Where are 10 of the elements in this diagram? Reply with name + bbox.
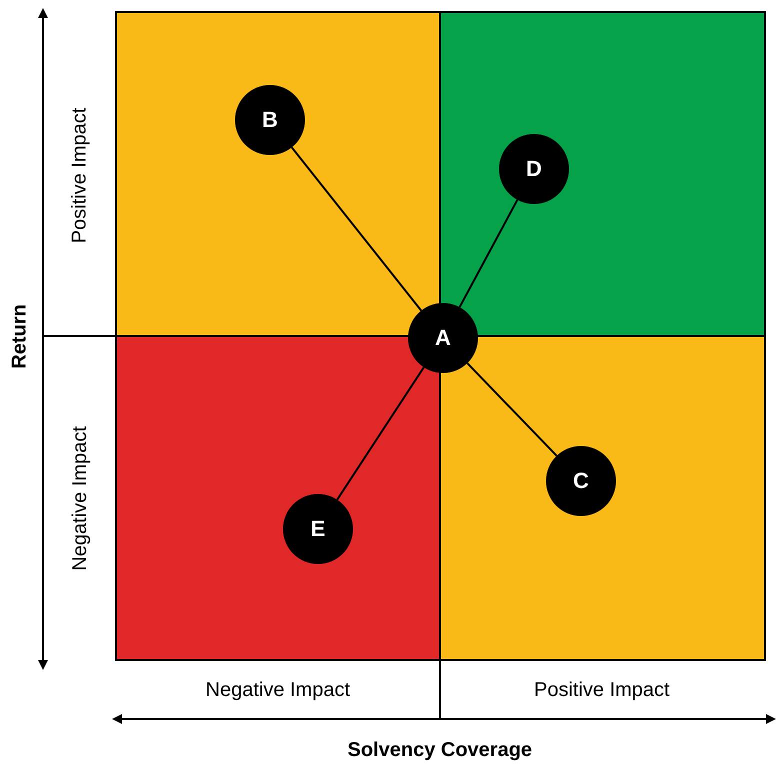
connector-line [336, 366, 425, 500]
connector-line [466, 362, 558, 457]
axis-label: Positive Impact [534, 678, 670, 702]
connector-line [458, 199, 518, 308]
axis-title: Return [8, 304, 32, 368]
axis-label: Negative Impact [68, 426, 92, 570]
axis-label: Negative Impact [206, 678, 350, 702]
connector-line [290, 146, 422, 312]
axis-label: Positive Impact [68, 107, 92, 243]
axis-title: Solvency Coverage [348, 738, 532, 762]
